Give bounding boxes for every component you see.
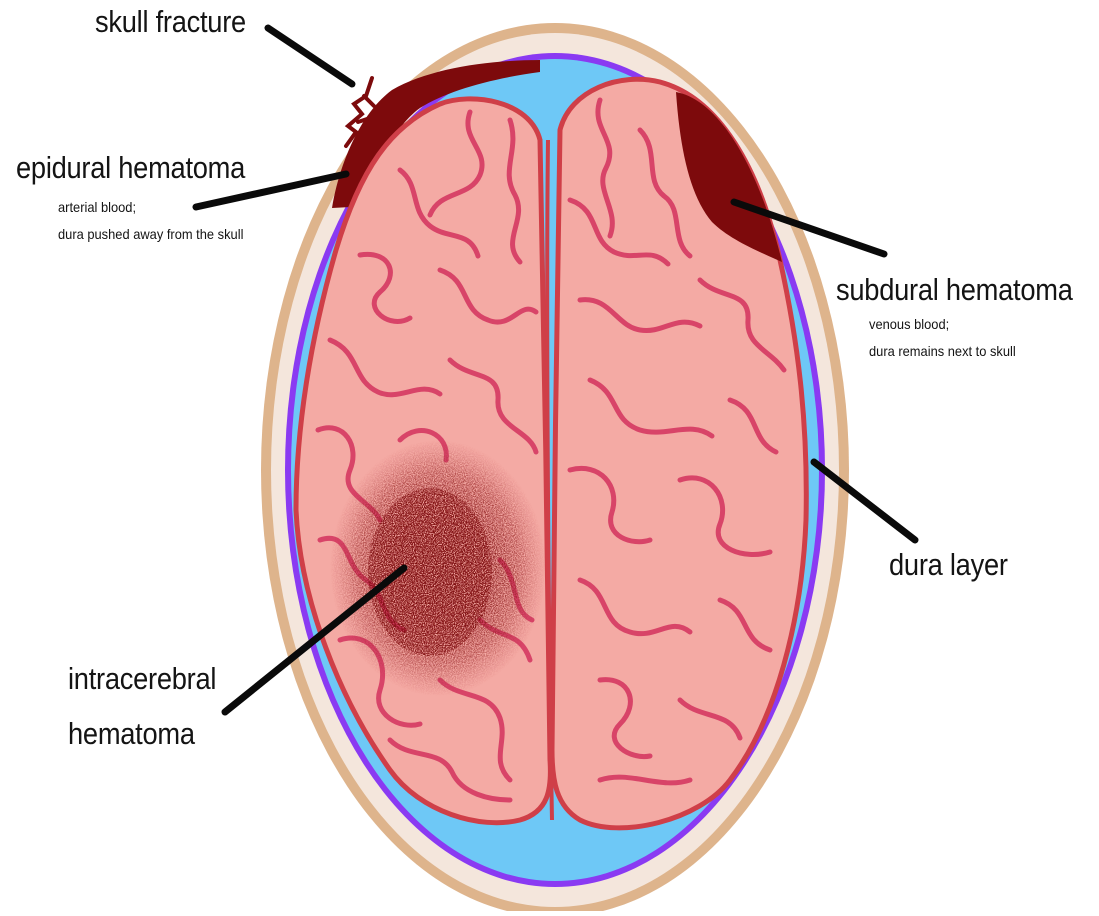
epidural-hematoma-label: epidural hematoma (16, 150, 245, 186)
dura-layer-label: dura layer (889, 547, 1008, 583)
intracerebral-hematoma-blob (330, 440, 546, 696)
intracerebral-label-line2: hematoma (68, 716, 195, 752)
subdural-hematoma-label: subdural hematoma (836, 272, 1073, 308)
subdural-note-line2: dura remains next to skull (869, 343, 1016, 359)
skull-fracture-leader (268, 28, 352, 84)
intracerebral-label-line1: intracerebral (68, 661, 216, 697)
subdural-note-line1: venous blood; (869, 316, 949, 332)
skull-fracture-label: skull fracture (95, 4, 246, 40)
epidural-note-line1: arterial blood; (58, 199, 136, 215)
epidural-note-line2: dura pushed away from the skull (58, 226, 243, 242)
